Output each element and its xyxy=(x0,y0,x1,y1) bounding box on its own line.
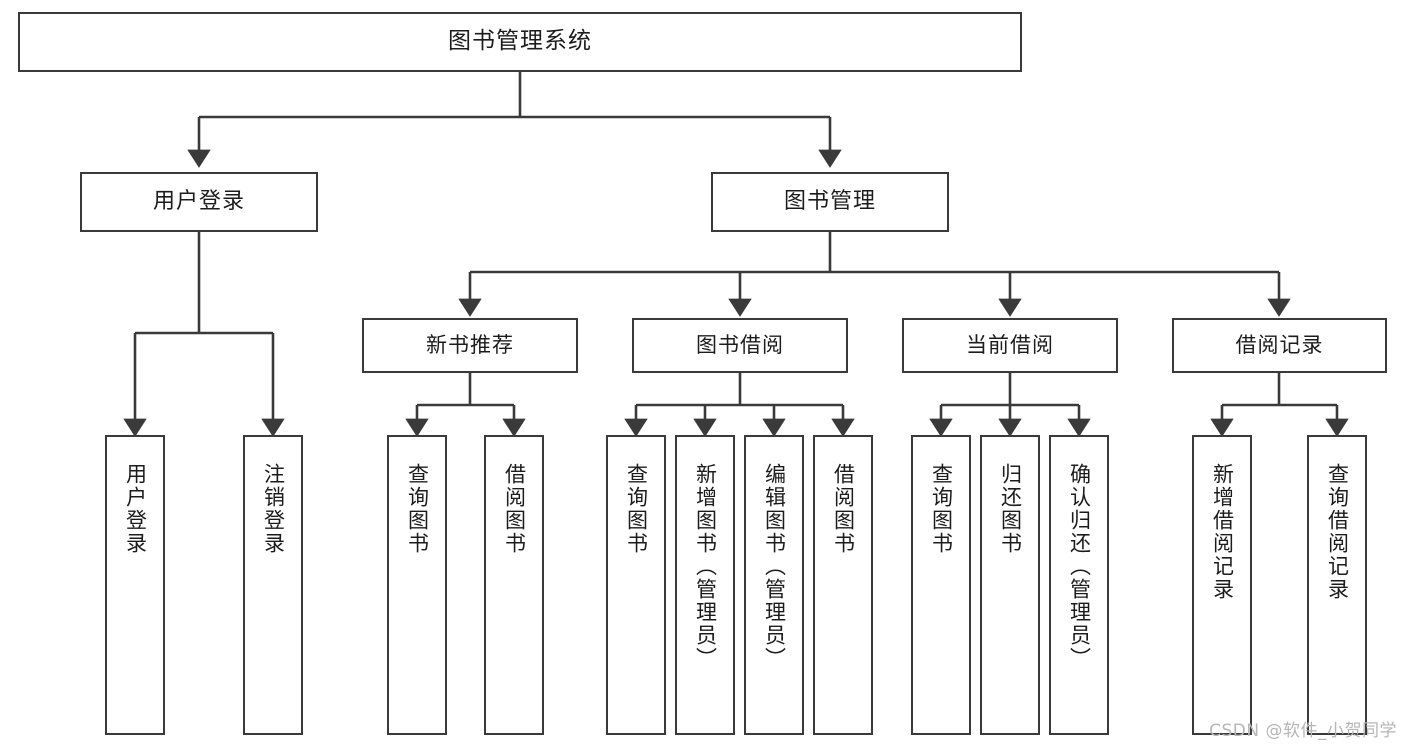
node-current-borrow[interactable]: 当前借阅 xyxy=(902,318,1118,373)
node-user-login[interactable]: 用户登录 xyxy=(80,172,318,232)
leaf-current-borrow-confirm-return[interactable]: 确认归还（管理员） xyxy=(1049,435,1109,735)
node-label: 借阅图书 xyxy=(831,463,856,555)
node-label: 图书借阅 xyxy=(696,333,784,358)
node-label: 查询图书 xyxy=(624,463,649,555)
node-label: 确认归还（管理员） xyxy=(1067,463,1092,670)
node-label: 新增借阅记录 xyxy=(1210,463,1235,601)
leaf-book-borrow-edit[interactable]: 编辑图书（管理员） xyxy=(744,435,804,735)
leaf-current-borrow-return[interactable]: 归还图书 xyxy=(980,435,1040,735)
node-book-borrow[interactable]: 图书借阅 xyxy=(632,318,848,373)
leaf-book-borrow-add[interactable]: 新增图书（管理员） xyxy=(675,435,735,735)
leaf-borrow-record-query[interactable]: 查询借阅记录 xyxy=(1307,435,1367,735)
leaf-user-login-login[interactable]: 用户登录 xyxy=(105,435,165,735)
node-book-management[interactable]: 图书管理 xyxy=(711,172,949,232)
node-label: 注销登录 xyxy=(261,463,286,555)
node-label: 查询图书 xyxy=(929,463,954,555)
node-label: 新书推荐 xyxy=(426,333,514,358)
leaf-current-borrow-query[interactable]: 查询图书 xyxy=(911,435,971,735)
node-label: 查询借阅记录 xyxy=(1325,463,1350,601)
node-label: 借阅图书 xyxy=(502,463,527,555)
leaf-new-book-query[interactable]: 查询图书 xyxy=(387,435,447,735)
leaf-user-login-logout[interactable]: 注销登录 xyxy=(243,435,303,735)
node-label: 借阅记录 xyxy=(1235,333,1324,358)
node-label: 用户登录 xyxy=(123,463,148,555)
leaf-new-book-borrow[interactable]: 借阅图书 xyxy=(484,435,544,735)
node-label: 编辑图书（管理员） xyxy=(762,463,787,670)
leaf-book-borrow-query[interactable]: 查询图书 xyxy=(606,435,666,735)
node-label: 归还图书 xyxy=(998,463,1023,555)
node-label: 图书管理系统 xyxy=(448,28,592,55)
node-label: 查询图书 xyxy=(405,463,430,555)
csdn-watermark: CSDN @软件_小贺同学 xyxy=(1209,721,1397,741)
node-root-system[interactable]: 图书管理系统 xyxy=(18,12,1022,72)
node-label: 用户登录 xyxy=(152,189,245,215)
node-label: 新增图书（管理员） xyxy=(693,463,718,670)
node-label: 图书管理 xyxy=(783,189,876,215)
leaf-borrow-record-add[interactable]: 新增借阅记录 xyxy=(1192,435,1252,735)
node-label: 当前借阅 xyxy=(966,333,1054,358)
node-new-book-recommend[interactable]: 新书推荐 xyxy=(362,318,578,373)
node-borrow-record[interactable]: 借阅记录 xyxy=(1172,318,1387,373)
leaf-book-borrow-borrow[interactable]: 借阅图书 xyxy=(813,435,873,735)
